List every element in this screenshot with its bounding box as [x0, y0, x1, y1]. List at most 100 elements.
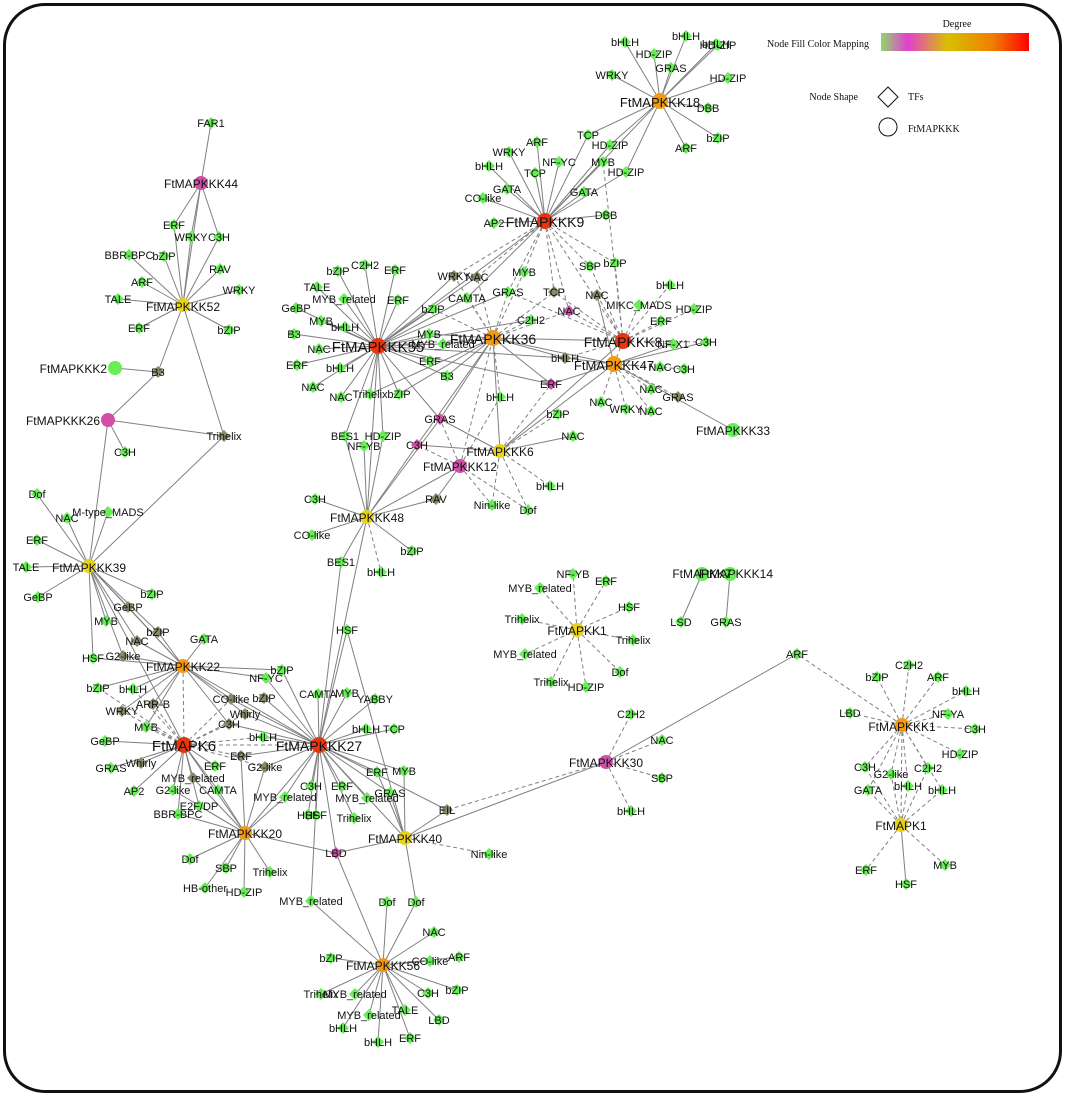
tf-node[interactable] [559, 352, 571, 364]
tf-node[interactable] [614, 666, 626, 678]
tf-node[interactable] [87, 652, 99, 664]
tf-node[interactable] [363, 1009, 375, 1021]
tf-node[interactable] [187, 772, 199, 784]
tf-node[interactable] [609, 257, 621, 269]
tf-node[interactable] [369, 693, 381, 705]
tf-node[interactable] [553, 156, 565, 168]
tf-node[interactable] [122, 601, 134, 613]
tf-node[interactable] [860, 864, 872, 876]
tf-node[interactable] [147, 698, 159, 710]
tf-node[interactable] [302, 809, 314, 821]
tf-node[interactable] [223, 324, 235, 336]
tf-node[interactable] [381, 896, 393, 908]
tf-node[interactable] [225, 693, 237, 705]
tf-node[interactable] [424, 355, 436, 367]
tf-node[interactable] [942, 708, 954, 720]
tf-node[interactable] [123, 249, 135, 261]
kinase-node[interactable] [82, 559, 96, 573]
kinase-node[interactable] [311, 737, 327, 753]
tf-node[interactable] [399, 1004, 411, 1016]
tf-node[interactable] [627, 634, 639, 646]
kinase-node[interactable] [398, 831, 412, 845]
tf-node[interactable] [483, 160, 495, 172]
tf-node[interactable] [371, 766, 383, 778]
tf-node[interactable] [393, 388, 405, 400]
tf-node[interactable] [172, 808, 184, 820]
tf-node[interactable] [209, 760, 221, 772]
tf-node[interactable] [552, 408, 564, 420]
tf-node[interactable] [620, 403, 632, 415]
tf-node[interactable] [871, 671, 883, 683]
tf-node[interactable] [655, 315, 667, 327]
tf-node[interactable] [625, 708, 637, 720]
kinase-node[interactable] [360, 510, 374, 524]
tf-node[interactable] [501, 183, 513, 195]
kinase-node[interactable] [238, 826, 252, 840]
tf-node[interactable] [471, 271, 483, 283]
tf-node[interactable] [623, 601, 635, 613]
kinase-node[interactable] [376, 958, 390, 972]
tf-node[interactable] [712, 39, 724, 51]
tf-node[interactable] [99, 735, 111, 747]
tf-node[interactable] [862, 784, 874, 796]
tf-node[interactable] [422, 987, 434, 999]
tf-node[interactable] [313, 343, 325, 355]
kinase-node[interactable] [101, 413, 115, 427]
tf-node[interactable] [430, 493, 442, 505]
tf-node[interactable] [92, 682, 104, 694]
tf-node[interactable] [305, 780, 317, 792]
tf-node[interactable] [127, 683, 139, 695]
tf-node[interactable] [424, 955, 436, 967]
tf-node[interactable] [563, 305, 575, 317]
tf-node[interactable] [259, 761, 271, 773]
tf-node[interactable] [922, 762, 934, 774]
tf-node[interactable] [309, 493, 321, 505]
tf-node[interactable] [567, 430, 579, 442]
tf-node[interactable] [720, 616, 732, 628]
tf-node[interactable] [152, 626, 164, 638]
tf-node[interactable] [105, 762, 117, 774]
tf-node[interactable] [140, 721, 152, 733]
tf-node[interactable] [20, 561, 32, 573]
tf-node[interactable] [548, 286, 560, 298]
tf-node[interactable] [167, 784, 179, 796]
tf-node[interactable] [290, 302, 302, 314]
tf-node[interactable] [214, 263, 226, 275]
tf-node[interactable] [656, 772, 668, 784]
tf-node[interactable] [932, 671, 944, 683]
tf-node[interactable] [336, 780, 348, 792]
tf-node[interactable] [595, 396, 607, 408]
kinase-node[interactable] [652, 93, 668, 109]
tf-node[interactable] [361, 792, 373, 804]
tf-node[interactable] [448, 270, 460, 282]
tf-node[interactable] [348, 812, 360, 824]
tf-node[interactable] [844, 707, 856, 719]
tf-node[interactable] [358, 440, 370, 452]
tf-node[interactable] [791, 648, 803, 660]
tf-node[interactable] [654, 361, 666, 373]
tf-node[interactable] [680, 30, 692, 42]
tf-node[interactable] [633, 299, 645, 311]
tf-node[interactable] [477, 192, 489, 204]
tf-node[interactable] [453, 951, 465, 963]
tf-node[interactable] [310, 809, 322, 821]
kinase-node[interactable] [606, 356, 622, 372]
tf-node[interactable] [146, 588, 158, 600]
kinase-node[interactable] [453, 459, 467, 473]
tf-node[interactable] [193, 800, 205, 812]
tf-node[interactable] [119, 446, 131, 458]
tf-node[interactable] [288, 328, 300, 340]
tf-node[interactable] [332, 265, 344, 277]
tf-node[interactable] [276, 664, 288, 676]
tf-node[interactable] [223, 718, 235, 730]
tf-node[interactable] [525, 314, 537, 326]
tf-node[interactable] [567, 568, 579, 580]
kinase-node[interactable] [194, 176, 208, 190]
kinase-node[interactable] [176, 298, 190, 312]
tf-node[interactable] [315, 988, 327, 1000]
tf-node[interactable] [257, 731, 269, 743]
tf-node[interactable] [518, 266, 530, 278]
tf-node[interactable] [184, 853, 196, 865]
kinase-node[interactable] [599, 755, 613, 769]
tf-node[interactable] [238, 886, 250, 898]
